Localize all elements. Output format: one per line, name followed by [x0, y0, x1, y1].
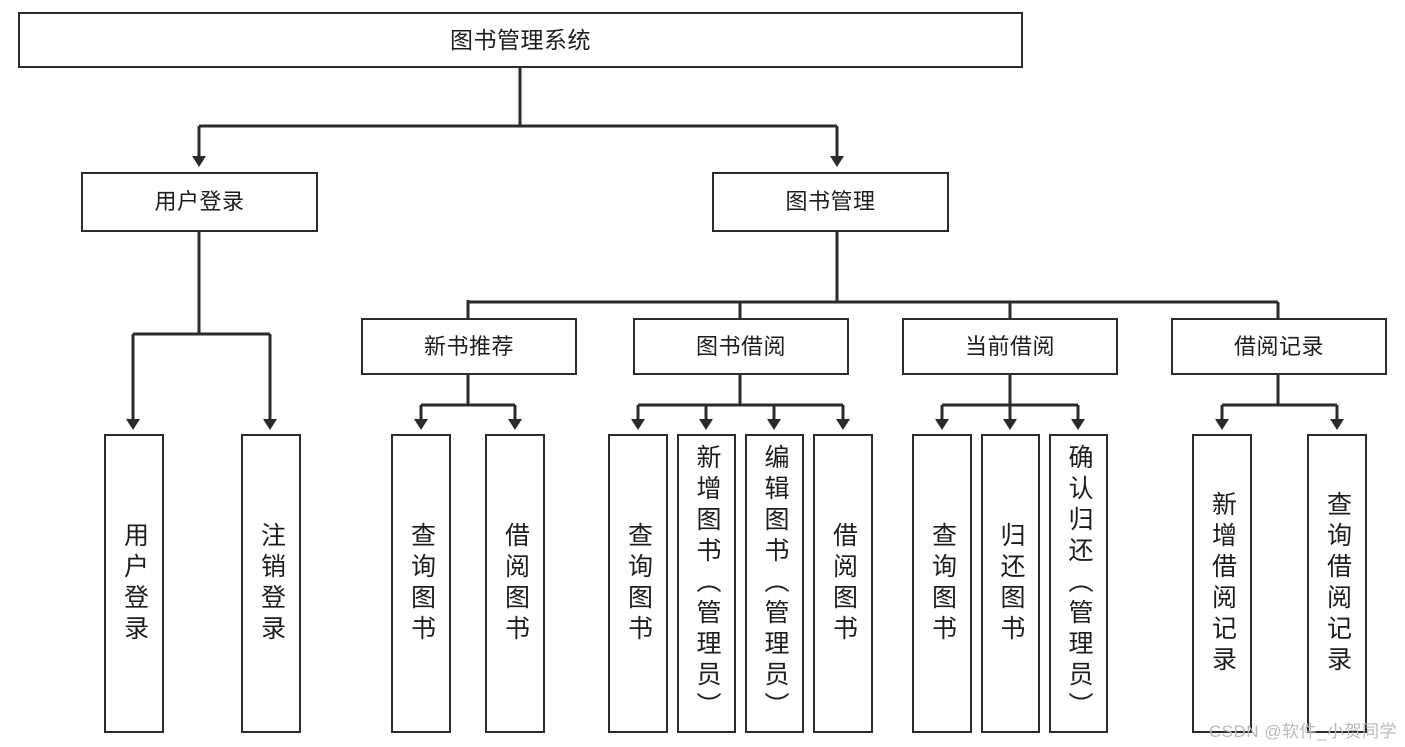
leaf-borrow-book-1-label: 借阅图书: [501, 521, 530, 646]
node-root-label: 图书管理系统: [450, 26, 591, 53]
leaf-query-book-2[interactable]: 查询图书: [608, 434, 668, 733]
leaf-query-book-3-label: 查询图书: [928, 521, 957, 646]
leaf-query-book-1[interactable]: 查询图书: [391, 434, 451, 733]
leaf-logout-label: 注销登录: [257, 521, 286, 646]
leaf-user-login-label: 用户登录: [120, 521, 149, 646]
leaf-return-book[interactable]: 归还图书: [981, 434, 1040, 733]
leaf-logout[interactable]: 注销登录: [241, 434, 301, 733]
leaf-query-record-label: 查询借阅记录: [1323, 490, 1352, 677]
node-current-borrow-label: 当前借阅: [964, 333, 1055, 359]
leaf-edit-book-label: 编辑图书（管理员）: [761, 444, 789, 723]
node-user-login[interactable]: 用户登录: [81, 172, 318, 232]
leaf-borrow-book-1[interactable]: 借阅图书: [485, 434, 545, 733]
leaf-confirm-return[interactable]: 确认归还（管理员）: [1049, 434, 1108, 733]
leaf-borrow-book-2[interactable]: 借阅图书: [813, 434, 873, 733]
node-new-book-rec-label: 新书推荐: [423, 333, 514, 359]
leaf-edit-book[interactable]: 编辑图书（管理员）: [745, 434, 804, 733]
leaf-query-record[interactable]: 查询借阅记录: [1307, 434, 1367, 733]
node-book-borrow[interactable]: 图书借阅: [633, 318, 849, 375]
node-book-manage-label: 图书管理: [785, 189, 876, 215]
leaf-add-record-label: 新增借阅记录: [1208, 490, 1237, 677]
node-borrow-record-label: 借阅记录: [1233, 333, 1324, 359]
node-book-manage[interactable]: 图书管理: [712, 172, 949, 232]
leaf-query-book-3[interactable]: 查询图书: [912, 434, 972, 733]
leaf-add-book-label: 新增图书（管理员）: [693, 444, 721, 723]
node-current-borrow[interactable]: 当前借阅: [902, 318, 1118, 375]
leaf-query-book-1-label: 查询图书: [407, 521, 436, 646]
node-borrow-record[interactable]: 借阅记录: [1171, 318, 1387, 375]
node-book-borrow-label: 图书借阅: [695, 333, 786, 359]
watermark-text: CSDN @软件_小贺同学: [1208, 722, 1397, 741]
leaf-return-book-label: 归还图书: [997, 521, 1025, 646]
leaf-add-book[interactable]: 新增图书（管理员）: [677, 434, 736, 733]
leaf-add-record[interactable]: 新增借阅记录: [1192, 434, 1252, 733]
leaf-confirm-return-label: 确认归还（管理员）: [1065, 444, 1093, 723]
leaf-query-book-2-label: 查询图书: [624, 521, 653, 646]
node-user-login-label: 用户登录: [154, 189, 245, 215]
node-new-book-rec[interactable]: 新书推荐: [361, 318, 577, 375]
node-root-system[interactable]: 图书管理系统: [18, 12, 1023, 68]
leaf-borrow-book-2-label: 借阅图书: [829, 521, 858, 646]
leaf-user-login[interactable]: 用户登录: [104, 434, 164, 733]
